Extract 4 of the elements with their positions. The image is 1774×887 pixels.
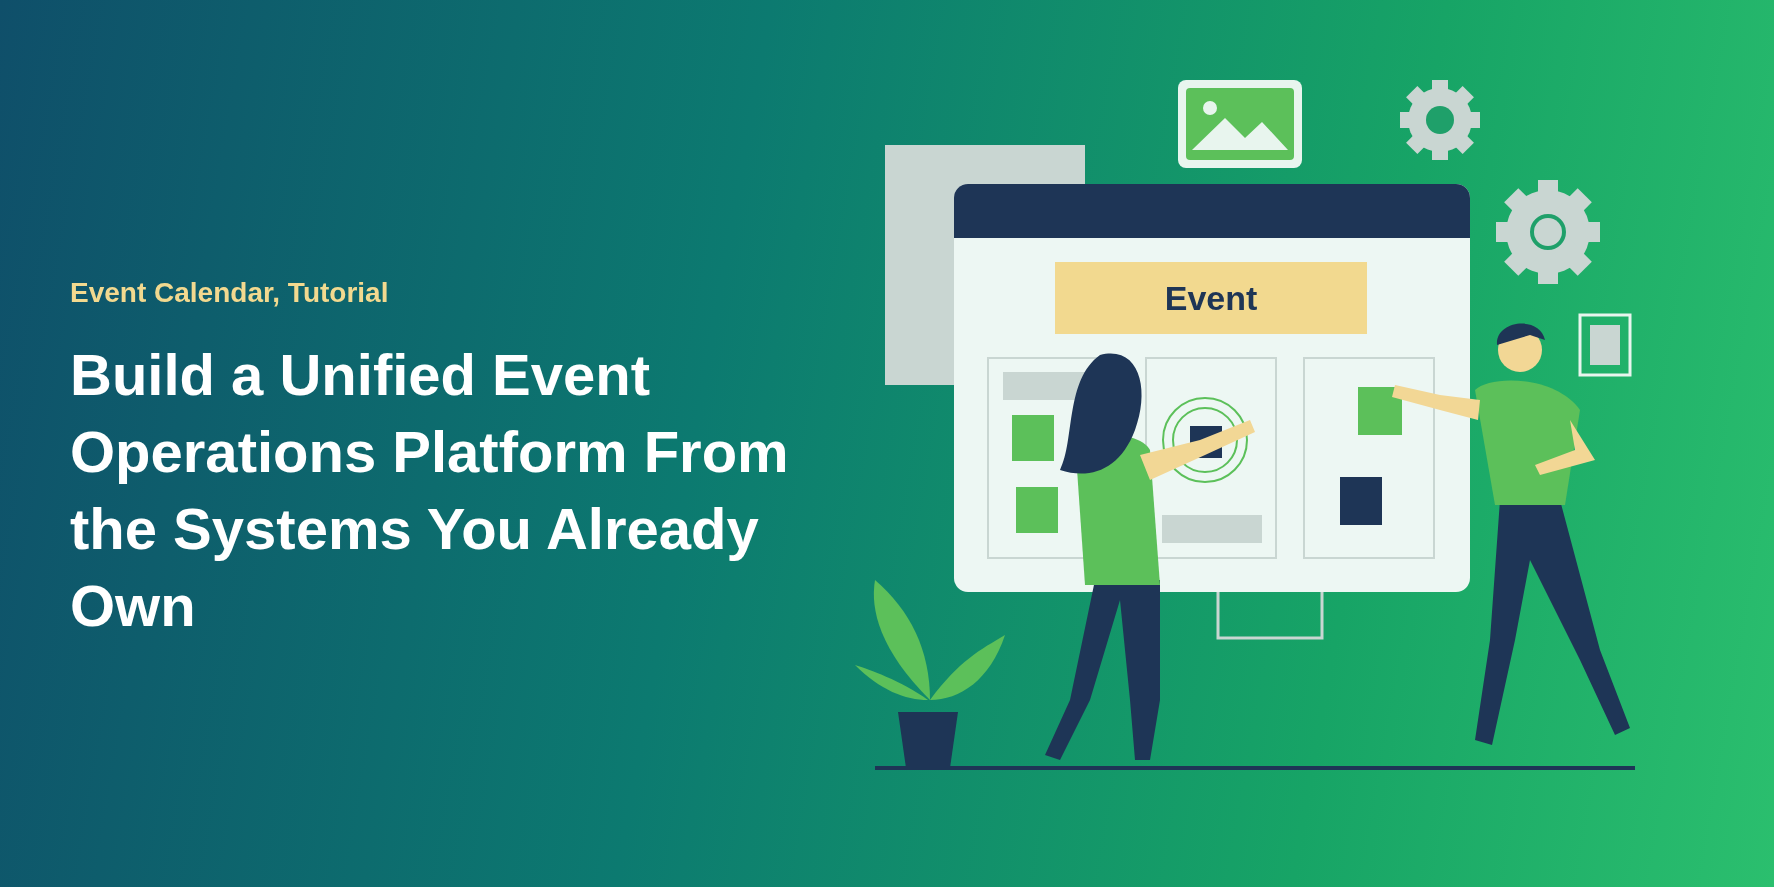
headline: Build a Unified Event Operations Platform From the Systems You Already Own: [70, 341, 790, 640]
title-banner: [1055, 262, 1367, 334]
banner-heading: Event: [1164, 277, 1258, 319]
category-tag: Event Calendar, Tutorial: [70, 272, 830, 314]
